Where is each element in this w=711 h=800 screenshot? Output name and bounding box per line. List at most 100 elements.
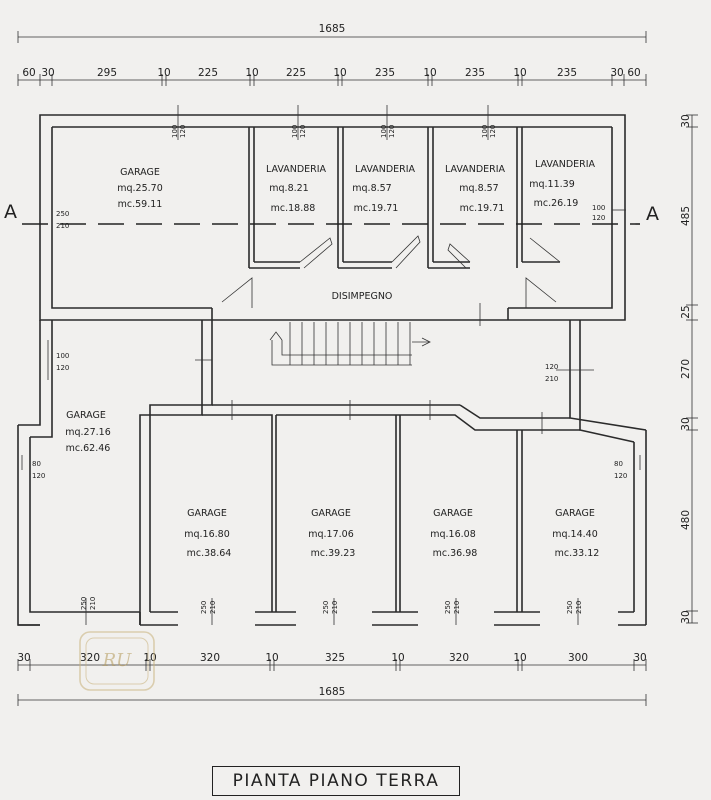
room-area: mq.8.57 <box>352 183 391 194</box>
opening-label: 100 <box>291 125 299 138</box>
opening-label: 80 <box>614 460 623 468</box>
bottom-dim-label: 325 <box>325 652 345 664</box>
room-name: GARAGE <box>66 410 106 421</box>
opening-label: 120 <box>614 472 627 480</box>
room-name: LAVANDERIA <box>535 159 596 170</box>
room-area: mq.14.40 <box>552 529 598 540</box>
bottom-dim-label: 10 <box>265 652 278 664</box>
opening-label: 210 <box>89 597 97 610</box>
room-area: mq.11.39 <box>529 179 575 190</box>
opening-label: 250 <box>80 597 88 610</box>
opening-label: 210 <box>56 222 69 230</box>
right-dim-label: 30 <box>680 610 692 623</box>
top-dim-label: 30 <box>610 67 623 79</box>
opening-label: 120 <box>388 125 396 138</box>
corridor-label: DISIMPEGNO <box>332 291 393 302</box>
top-dim-label: 10 <box>157 67 170 79</box>
right-dim-label: 485 <box>680 206 692 226</box>
right-dim-label: 30 <box>680 417 692 430</box>
room-area: mq.8.21 <box>269 183 308 194</box>
room-volume: mc.26.19 <box>534 198 579 209</box>
bottom-dim-label: 30 <box>633 652 646 664</box>
room-area: mq.25.70 <box>117 183 163 194</box>
opening-label: 250 <box>322 601 330 614</box>
right-dimension-chain: 30 485 25 270 30 480 30 <box>680 114 698 624</box>
opening-label: 120 <box>299 125 307 138</box>
bottom-dim-label: 10 <box>391 652 404 664</box>
top-dim-label: 225 <box>286 67 306 79</box>
opening-label: 80 <box>32 460 41 468</box>
svg-text:RU: RU <box>102 650 133 671</box>
opening-label: 120 <box>32 472 45 480</box>
room-name: GARAGE <box>187 508 227 519</box>
opening-label: 120 <box>489 125 497 138</box>
room-area: mq.16.80 <box>184 529 230 540</box>
bottom-dim-label: 10 <box>513 652 526 664</box>
room-area: mq.8.57 <box>459 183 498 194</box>
top-dim-label: 225 <box>198 67 218 79</box>
door-swings <box>221 235 561 308</box>
top-dim-label: 60 <box>22 67 35 79</box>
opening-label: 100 <box>380 125 388 138</box>
opening-label: 210 <box>453 601 461 614</box>
opening-label: 250 <box>566 601 574 614</box>
room-area: mq.27.16 <box>65 427 111 438</box>
staircase <box>269 322 431 366</box>
bottom-dim-label: 30 <box>17 652 30 664</box>
walls <box>17 114 647 626</box>
room-volume: mc.39.23 <box>311 548 356 559</box>
bottom-dim-label: 320 <box>449 652 469 664</box>
opening-label: 100 <box>481 125 489 138</box>
top-dim-label: 10 <box>423 67 436 79</box>
room-name: LAVANDERIA <box>266 164 327 175</box>
opening-label: 120 <box>56 364 69 372</box>
section-mark-left: A <box>4 201 17 223</box>
room-volume: mc.33.12 <box>555 548 600 559</box>
top-dimension-chain: 60 30 295 10 225 10 225 10 235 10 235 10… <box>17 67 647 86</box>
bottom-dim-label: 320 <box>200 652 220 664</box>
right-dim-label: 25 <box>680 305 692 318</box>
section-line: A A <box>4 201 659 225</box>
room-name: LAVANDERIA <box>445 164 506 175</box>
room-volume: mc.19.71 <box>354 203 399 214</box>
opening-label: 250 <box>56 210 69 218</box>
top-dim-label: 30 <box>41 67 54 79</box>
room-volume: mc.19.71 <box>460 203 505 214</box>
top-dim-label: 295 <box>97 67 117 79</box>
openings <box>21 105 641 625</box>
top-dim-label: 235 <box>375 67 395 79</box>
top-dim-label: 60 <box>627 67 640 79</box>
opening-label: 100 <box>592 204 605 212</box>
room-volume: mc.38.64 <box>187 548 232 559</box>
overall-dimension-bottom: 1685 <box>17 686 647 706</box>
room-volume: mc.36.98 <box>433 548 478 559</box>
top-dim-label: 10 <box>513 67 526 79</box>
opening-label: 210 <box>575 601 583 614</box>
room-volume: mc.59.11 <box>118 199 163 210</box>
opening-label: 250 <box>200 601 208 614</box>
plan-title: PIANTA PIANO TERRA <box>212 766 460 796</box>
opening-label: 210 <box>331 601 339 614</box>
right-dim-label: 270 <box>680 359 692 379</box>
room-name: GARAGE <box>120 167 160 178</box>
top-dim-label: 10 <box>333 67 346 79</box>
opening-label: 120 <box>545 363 558 371</box>
opening-labels: 100 120 100 120 100 120 100 120 250 210 … <box>32 125 627 614</box>
room-name: GARAGE <box>311 508 351 519</box>
room-name: GARAGE <box>555 508 595 519</box>
right-dim-label: 480 <box>680 510 692 530</box>
opening-label: 120 <box>592 214 605 222</box>
opening-label: 100 <box>56 352 69 360</box>
room-volume: mc.18.88 <box>271 203 316 214</box>
bottom-dim-label: 320 <box>80 652 100 664</box>
bottom-dim-label: 300 <box>568 652 588 664</box>
opening-label: 210 <box>209 601 217 614</box>
emblem-icon: RU <box>79 631 155 691</box>
overall-dimension-bottom-label: 1685 <box>319 686 346 698</box>
top-dim-label: 10 <box>245 67 258 79</box>
room-volume: mc.62.46 <box>66 443 111 454</box>
section-mark-right: A <box>646 203 659 225</box>
room-labels: GARAGE mq.25.70 mc.59.11 LAVANDERIA mq.8… <box>65 159 599 559</box>
right-dim-label: 30 <box>680 114 692 127</box>
